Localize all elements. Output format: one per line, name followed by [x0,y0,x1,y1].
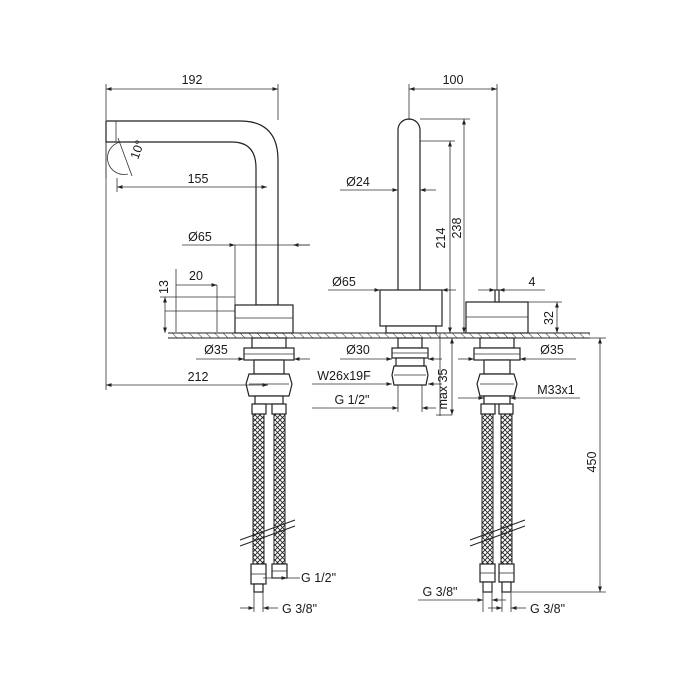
dim-35a-text: Ø35 [204,343,228,357]
dim-100: 100 [408,73,498,290]
dim-g38-right-b: G 3/8" [488,592,565,616]
dim-35b: Ø35 [458,343,576,361]
dim-65b: Ø65 [328,275,456,292]
dim-angle: 10° [105,137,148,178]
spout-underbody [243,337,295,415]
dim-100-text: 100 [443,73,464,87]
dim-g12-center: G 1/2" [312,385,436,412]
dim-g12-center-text: G 1/2" [334,393,369,407]
dim-65a-text: Ø65 [188,230,212,244]
countertop [168,332,590,339]
dim-max35-text: max 35 [436,368,450,409]
handle-hoses [469,413,526,593]
dim-g38-right-a: G 3/8" [418,582,506,612]
dim-238: 238 [420,118,470,333]
dim-32-text: 32 [542,311,556,325]
dim-238-text: 238 [450,218,464,239]
dim-65a: Ø65 [182,230,310,305]
dim-212-text: 212 [188,370,209,384]
dim-35a: Ø35 [196,343,310,361]
dim-w26-text: W26x19F [317,369,371,383]
dim-g12-left: G 1/2" [263,571,336,585]
spout-body [105,120,294,334]
dim-g38-left: G 3/8" [240,592,317,616]
dim-24-text: Ø24 [346,175,370,189]
dim-m33-text: M33x1 [537,383,575,397]
dim-192-text: 192 [182,73,203,87]
dim-212: 212 [105,142,268,390]
dim-155: 155 [116,172,267,192]
dim-214: 214 [420,140,455,333]
dim-angle-text: 10° [128,138,148,161]
dim-m33: M33x1 [458,383,580,400]
dim-214-text: 214 [434,228,448,249]
dim-13: 13 [157,280,235,333]
dim-450-text: 450 [585,452,599,473]
dim-g38-right-b-text: G 3/8" [530,602,565,616]
mixer-underbody [391,337,429,386]
dim-450: 450 [512,337,606,593]
dim-30-text: Ø30 [346,343,370,357]
dim-g12-left-text: G 1/2" [301,571,336,585]
dim-32: 32 [528,301,562,333]
mixer-lever [379,118,443,334]
dim-20: 20 [175,269,218,332]
dim-65b-text: Ø65 [332,275,356,289]
dim-g38-left-text: G 3/8" [282,602,317,616]
dim-24: Ø24 [340,175,436,192]
control-handle [465,289,529,334]
dim-13-text: 13 [157,280,171,294]
dim-4-text: 4 [529,275,536,289]
dim-w26: W26x19F [312,369,442,386]
dim-max35: max 35 [436,333,454,416]
dim-4: 4 [478,275,545,292]
dim-g38-right-a-text: G 3/8" [422,585,457,599]
dim-35b-text: Ø35 [540,343,564,357]
dim-192: 192 [105,73,279,120]
dim-20-text: 20 [189,269,203,283]
dim-155-text: 155 [188,172,209,186]
handle-underbody [473,337,521,415]
spout-hoses [239,413,296,593]
